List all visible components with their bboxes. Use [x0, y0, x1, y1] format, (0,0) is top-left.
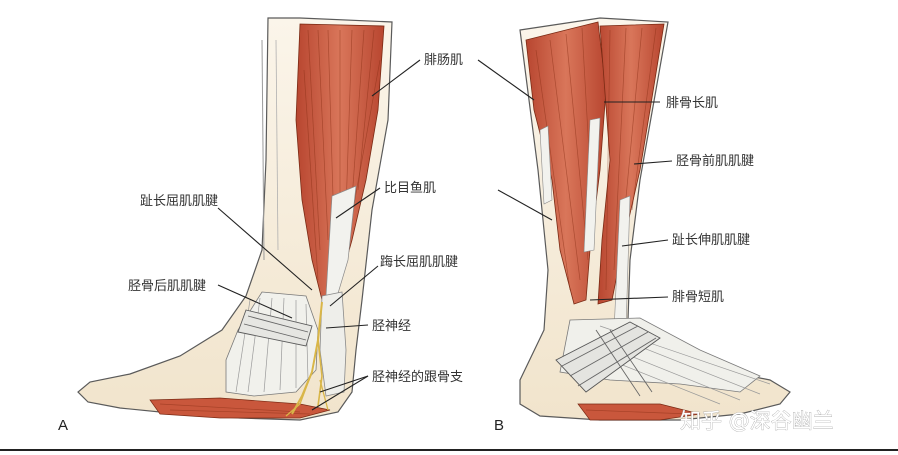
leader-edl-tendon	[621, 239, 669, 247]
label-gastrocnemius: 腓肠肌	[424, 52, 463, 68]
label-peroneus-longus: 腓骨长肌	[666, 95, 718, 111]
label-peroneus-brevis: 腓骨短肌	[672, 289, 724, 305]
leader-b-lower	[497, 189, 553, 221]
leader-calcaneal-branch-2	[311, 375, 369, 411]
leader-ta-tendon	[633, 160, 673, 165]
panel-letter-b: B	[494, 417, 504, 434]
leader-calcaneal-branch-1	[319, 375, 369, 393]
label-tp-tendon: 胫骨后肌肌腱	[128, 279, 206, 294]
panel-letter-a: A	[58, 417, 68, 434]
panel-a-labels: 腓肠肌 比目鱼肌 趾长屈肌肌腱 踇长屈肌肌腱 胫骨后肌肌腱 胫神经 胫神经的跟骨…	[58, 52, 463, 434]
panel-b-figure	[519, 17, 791, 421]
label-edl-tendon: 趾长伸肌肌腱	[672, 233, 750, 248]
leader-fhl-tendon	[329, 265, 379, 307]
label-ta-tendon: 胫骨前肌肌腱	[676, 153, 754, 169]
panel-a-figure	[77, 17, 393, 421]
label-fdl-tendon: 趾长屈肌肌腱	[140, 194, 218, 209]
leader-fdl-tendon	[217, 207, 313, 291]
panel-a-tibial-nerve	[285, 301, 329, 417]
leader-b-upper	[477, 59, 535, 101]
leader-peroneus-brevis	[589, 296, 669, 301]
panel-a-achilles-tendon	[319, 291, 347, 397]
watermark-text: 知乎 @深谷幽兰	[680, 409, 834, 433]
panel-b-labels: 腓骨长肌 胫骨前肌肌腱 趾长伸肌肌腱 腓骨短肌 B	[477, 59, 754, 434]
label-calcaneal-branch: 胫神经的跟骨支	[372, 369, 463, 385]
leader-soleus	[335, 187, 381, 219]
leader-gastrocnemius	[371, 59, 421, 97]
panel-a-soleus-aponeurosis	[325, 185, 357, 301]
label-fhl-tendon: 踇长屈肌肌腱	[380, 254, 458, 270]
label-tibial-nerve: 胫神经	[372, 319, 411, 334]
leader-tp-tendon	[217, 284, 293, 319]
leader-tibial-nerve	[325, 324, 369, 329]
label-soleus: 比目鱼肌	[384, 180, 436, 196]
